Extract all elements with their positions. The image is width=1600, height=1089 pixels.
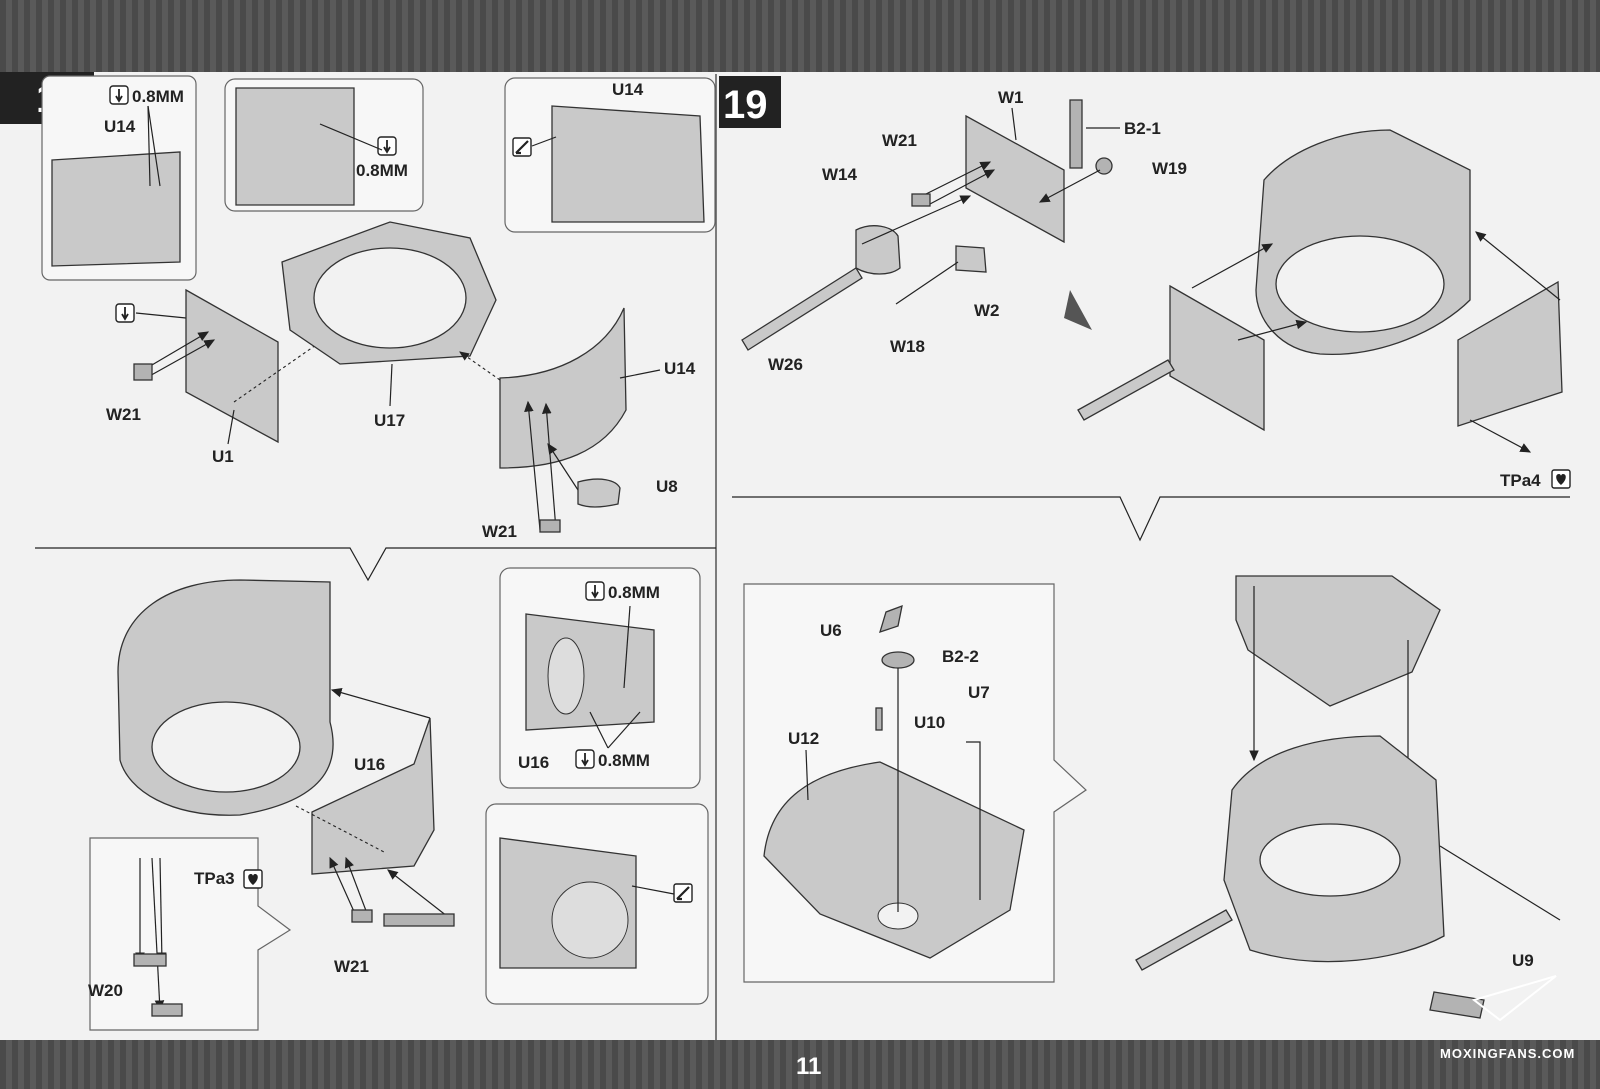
next-arrow-icon bbox=[1064, 290, 1092, 330]
part-u6 bbox=[879, 604, 903, 634]
glue-icon bbox=[243, 869, 263, 889]
turret-roof bbox=[1235, 575, 1441, 707]
part-b2-1 bbox=[1069, 99, 1083, 169]
gun-barrel bbox=[1135, 909, 1233, 971]
part-label-w21: W21 bbox=[482, 522, 517, 541]
part-label-u9: U9 bbox=[1512, 951, 1534, 970]
part-w1-assembled bbox=[1169, 284, 1265, 432]
part-b2-2 bbox=[881, 651, 915, 669]
inset-u14-drill-2: 0.8MM bbox=[224, 78, 424, 212]
part-label-u16: U16 bbox=[518, 753, 549, 772]
part-label-u14: U14 bbox=[104, 117, 136, 136]
part-u16 bbox=[311, 717, 435, 875]
part-label-w2: W2 bbox=[974, 301, 1000, 320]
part-w19 bbox=[1095, 157, 1113, 175]
part-u1 bbox=[185, 288, 279, 444]
side-panel bbox=[1457, 280, 1563, 427]
assembly-u17-ring: U17 bbox=[281, 221, 497, 430]
part-label-w26: W26 bbox=[768, 355, 803, 374]
inset-tpa3: TPa3 W20 bbox=[88, 837, 292, 1031]
part-w21 bbox=[351, 909, 373, 923]
top-border-band bbox=[0, 0, 1600, 72]
glue-icon bbox=[1551, 469, 1571, 489]
inset-u16-cut bbox=[485, 803, 709, 1005]
assembly-turret-step18: U16 W21 bbox=[117, 579, 455, 976]
drill-icon bbox=[109, 85, 129, 105]
drill-icon bbox=[585, 581, 605, 601]
watermark-plane-icon bbox=[1471, 975, 1557, 1022]
assembly-gun-mantlet: W1 B2-1 W19 W21 W14 W26 W2 W18 bbox=[741, 88, 1187, 374]
step18-divider bbox=[35, 547, 716, 582]
cut-icon bbox=[672, 882, 694, 904]
part-label-w21: W21 bbox=[106, 405, 141, 424]
inset-u16-drill: 0.8MM U16 0.8MM bbox=[499, 567, 701, 789]
part-label-w18: W18 bbox=[890, 337, 925, 356]
inset-u12-floor: U6 B2-2 U10 U7 U12 bbox=[743, 583, 1087, 983]
part-u8 bbox=[577, 478, 621, 508]
inset-u14-drill: 0.8MM U14 bbox=[41, 75, 197, 281]
part-w26 bbox=[741, 267, 863, 351]
bottom-border-band bbox=[0, 1040, 1600, 1089]
assembly-turret-step19: TPa4 bbox=[1077, 129, 1571, 490]
part-label-tpa3: TPa3 bbox=[194, 869, 235, 888]
cut-icon bbox=[511, 136, 533, 158]
assembly-u1: W21 U1 bbox=[106, 288, 327, 466]
part-label-u16: U16 bbox=[354, 755, 385, 774]
assembly-turret-final: U9 bbox=[1135, 575, 1561, 1022]
part-label-w1: W1 bbox=[998, 88, 1024, 107]
part-label-b2-2: B2-2 bbox=[942, 647, 979, 666]
part-label-u17: U17 bbox=[374, 411, 405, 430]
part-u12 bbox=[763, 761, 1025, 959]
step19-divider bbox=[732, 496, 1570, 542]
part-w21 bbox=[539, 519, 561, 533]
part-label-u7: U7 bbox=[968, 683, 990, 702]
step19-number: 19 bbox=[723, 83, 768, 127]
page-number: 11 bbox=[796, 1053, 821, 1080]
thickness-label: 0.8MM bbox=[356, 161, 408, 180]
part-label-u12: U12 bbox=[788, 729, 819, 748]
part-w14 bbox=[855, 225, 901, 275]
part-label-tpa4: TPa4 bbox=[1500, 471, 1541, 490]
assembly-u14-curved: U14 U8 W21 bbox=[459, 307, 696, 541]
part-u10 bbox=[875, 707, 883, 731]
thickness-label: 0.8MM bbox=[608, 583, 660, 602]
part-w21 bbox=[133, 363, 153, 381]
part-u14 bbox=[551, 105, 705, 223]
thickness-label: 0.8MM bbox=[598, 751, 650, 770]
part-u14 bbox=[51, 151, 181, 267]
part-label-w19: W19 bbox=[1152, 159, 1187, 178]
part-u14 bbox=[235, 87, 355, 206]
part-u9 bbox=[1429, 991, 1485, 1019]
part-label-u10: U10 bbox=[914, 713, 945, 732]
part-w1 bbox=[965, 114, 1065, 244]
step19-badge: 19 bbox=[719, 76, 781, 128]
inset-u14-cut: U14 bbox=[504, 77, 716, 233]
part-label-u6: U6 bbox=[820, 621, 842, 640]
part-w21 bbox=[911, 193, 931, 207]
part-w2 bbox=[955, 245, 987, 273]
part-label-w21: W21 bbox=[882, 131, 917, 150]
watermark-text: MOXINGFANS.COM bbox=[1440, 1046, 1575, 1061]
part-label-u8: U8 bbox=[656, 477, 678, 496]
part-label-w14: W14 bbox=[822, 165, 858, 184]
part-label-u14: U14 bbox=[664, 359, 696, 378]
drill-icon bbox=[377, 136, 397, 156]
part-label-u14: U14 bbox=[612, 80, 644, 99]
part-label-u1: U1 bbox=[212, 447, 234, 466]
part-label-w21: W21 bbox=[334, 957, 369, 976]
thickness-label: 0.8MM bbox=[132, 87, 184, 106]
drill-icon bbox=[115, 303, 135, 323]
part-u14-curved bbox=[499, 307, 627, 469]
part-label-w20: W20 bbox=[88, 981, 123, 1000]
part-label-b2-1: B2-1 bbox=[1124, 119, 1161, 138]
gun-barrel bbox=[1077, 359, 1175, 421]
drill-icon bbox=[575, 749, 595, 769]
